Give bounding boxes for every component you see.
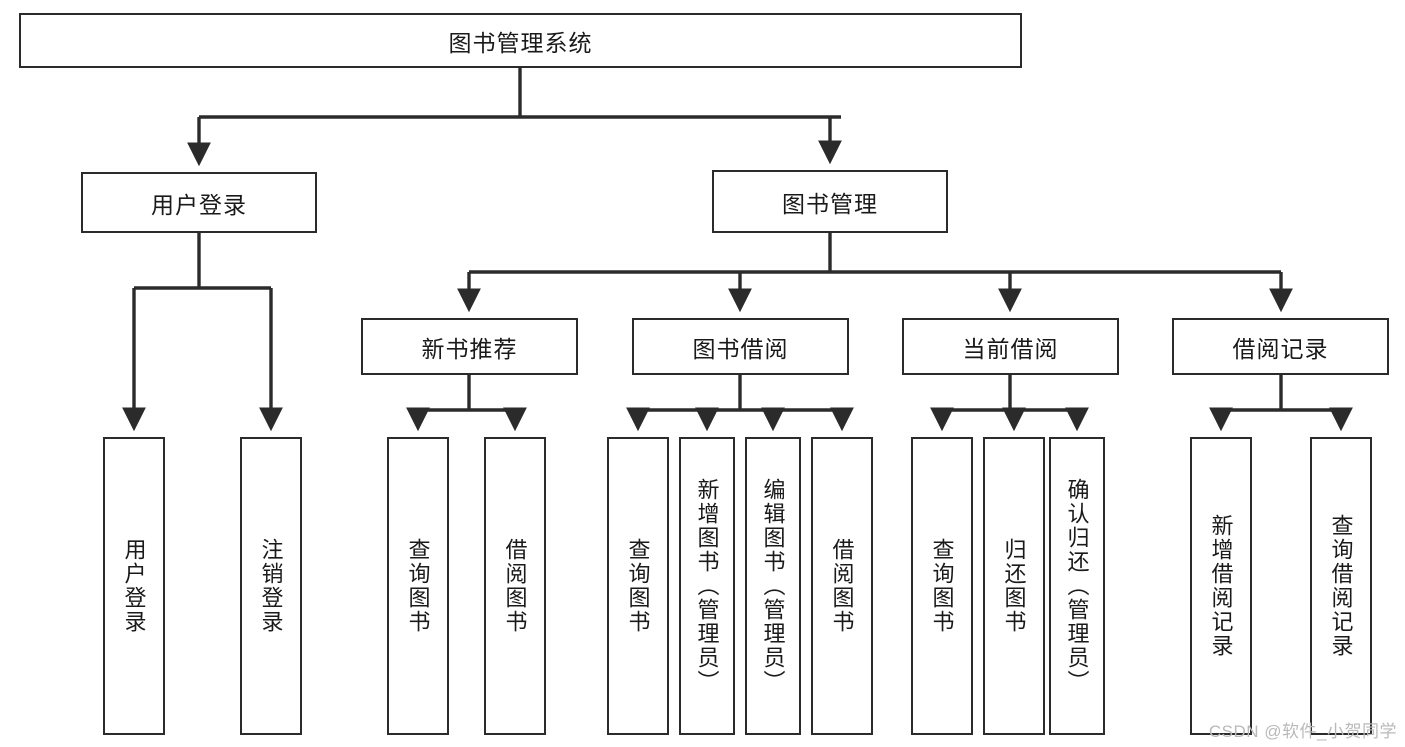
node-leaf-borrow-book-2-label: 借阅图书	[829, 538, 855, 634]
node-borrow-record-label: 借阅记录	[1232, 335, 1329, 362]
node-borrow-record[interactable]: 借阅记录	[1172, 318, 1389, 375]
node-leaf-logout-label: 注销登录	[258, 538, 284, 634]
csdn-watermark: CSDN @软件_小贺同学	[1208, 722, 1397, 741]
node-leaf-query-record[interactable]: 查询借阅记录	[1310, 437, 1372, 735]
node-leaf-query-record-label: 查询借阅记录	[1328, 514, 1354, 658]
node-leaf-query-book-2[interactable]: 查询图书	[607, 437, 669, 735]
node-root-label: 图书管理系统	[448, 29, 593, 56]
node-new-book-recommend[interactable]: 新书推荐	[361, 318, 578, 375]
node-leaf-query-book-2-label: 查询图书	[625, 538, 651, 634]
node-leaf-add-record[interactable]: 新增借阅记录	[1190, 437, 1252, 735]
node-leaf-edit-book[interactable]: 编辑图书（管理员）	[745, 437, 801, 735]
node-leaf-confirm-return-label: 确认归还（管理员）	[1064, 478, 1090, 694]
node-leaf-confirm-return[interactable]: 确认归还（管理员）	[1049, 437, 1105, 735]
node-leaf-add-book-label: 新增图书（管理员）	[694, 478, 720, 694]
node-leaf-return-book[interactable]: 归还图书	[983, 437, 1045, 735]
node-leaf-edit-book-label: 编辑图书（管理员）	[760, 478, 786, 694]
node-leaf-query-book-3-label: 查询图书	[929, 538, 955, 634]
node-new-book-recommend-label: 新书推荐	[421, 335, 518, 362]
node-leaf-add-book[interactable]: 新增图书（管理员）	[679, 437, 735, 735]
node-leaf-logout[interactable]: 注销登录	[240, 437, 302, 735]
node-leaf-user-login-label: 用户登录	[121, 538, 147, 634]
node-book-borrow-label: 图书借阅	[692, 335, 789, 362]
node-book-management-label: 图书管理	[782, 190, 878, 217]
node-user-login-label: 用户登录	[151, 191, 247, 218]
node-leaf-borrow-book-1-label: 借阅图书	[502, 538, 528, 634]
node-current-borrow[interactable]: 当前借阅	[902, 318, 1119, 375]
node-leaf-add-record-label: 新增借阅记录	[1208, 514, 1234, 658]
node-leaf-query-book-3[interactable]: 查询图书	[911, 437, 973, 735]
node-root-system[interactable]: 图书管理系统	[19, 13, 1022, 68]
node-leaf-query-book-1[interactable]: 查询图书	[387, 437, 449, 735]
node-book-management[interactable]: 图书管理	[712, 170, 948, 233]
node-book-borrow[interactable]: 图书借阅	[632, 318, 849, 375]
node-user-login[interactable]: 用户登录	[81, 172, 317, 233]
node-leaf-borrow-book-1[interactable]: 借阅图书	[484, 437, 546, 735]
node-leaf-query-book-1-label: 查询图书	[405, 538, 431, 634]
node-leaf-return-book-label: 归还图书	[1001, 538, 1027, 634]
node-leaf-borrow-book-2[interactable]: 借阅图书	[811, 437, 873, 735]
node-current-borrow-label: 当前借阅	[962, 335, 1059, 362]
node-leaf-user-login[interactable]: 用户登录	[103, 437, 165, 735]
